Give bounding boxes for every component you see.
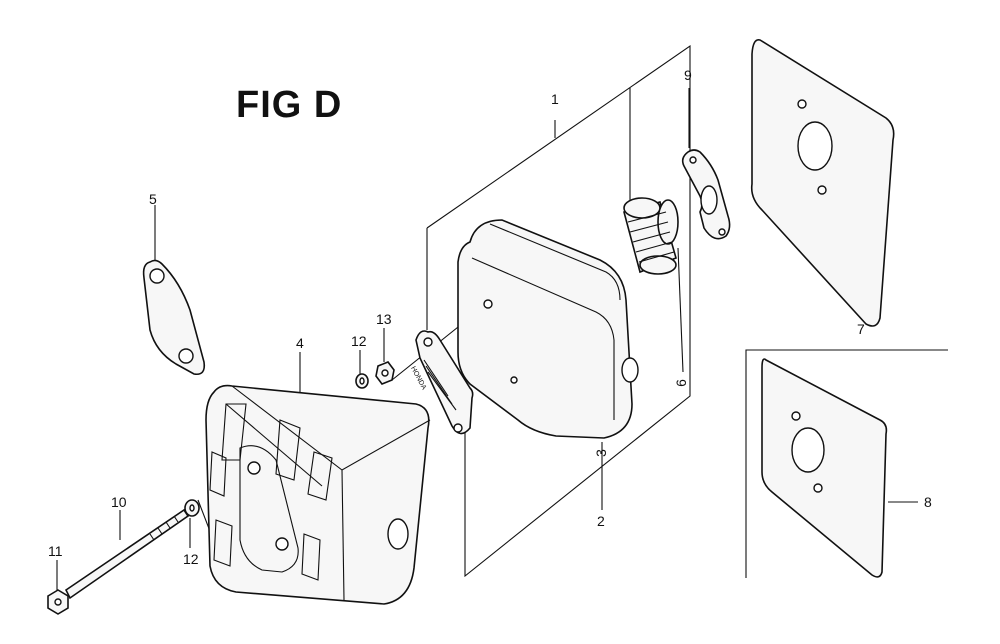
- muffler-protector: [205, 384, 431, 605]
- figure-title: FIG D: [236, 84, 343, 126]
- callout-4: 4: [296, 335, 304, 351]
- callout-1: 1: [551, 91, 559, 107]
- muffler-body: [457, 219, 639, 439]
- callout-7: 7: [857, 321, 865, 337]
- muffler-flange: [415, 330, 474, 435]
- callout-11: 11: [48, 543, 63, 559]
- washer-upper: [355, 373, 369, 389]
- bolt: [64, 508, 190, 600]
- assembly-bracket-lines: [426, 44, 691, 578]
- muffler-gasket: [681, 149, 731, 240]
- heat-shield-plate: [750, 38, 895, 327]
- callout-9: 9: [684, 67, 692, 83]
- callout-3: 3: [592, 449, 609, 457]
- callout-5: 5: [149, 191, 157, 207]
- callout-10: 10: [111, 494, 127, 510]
- callout-12-upper: 12: [351, 333, 367, 349]
- callout-12-lower: 12: [183, 551, 199, 567]
- callout-8: 8: [924, 494, 932, 510]
- washer-lower: [184, 499, 200, 517]
- flange-nut: [47, 589, 69, 615]
- exhaust-plate: [142, 259, 206, 376]
- spark-arrester: [623, 197, 679, 275]
- callout-2: 2: [597, 513, 605, 529]
- exhaust-gasket-plate: [745, 349, 948, 578]
- nut-13: [375, 361, 395, 385]
- callout-6: 6: [672, 379, 689, 387]
- callout-13: 13: [376, 311, 392, 327]
